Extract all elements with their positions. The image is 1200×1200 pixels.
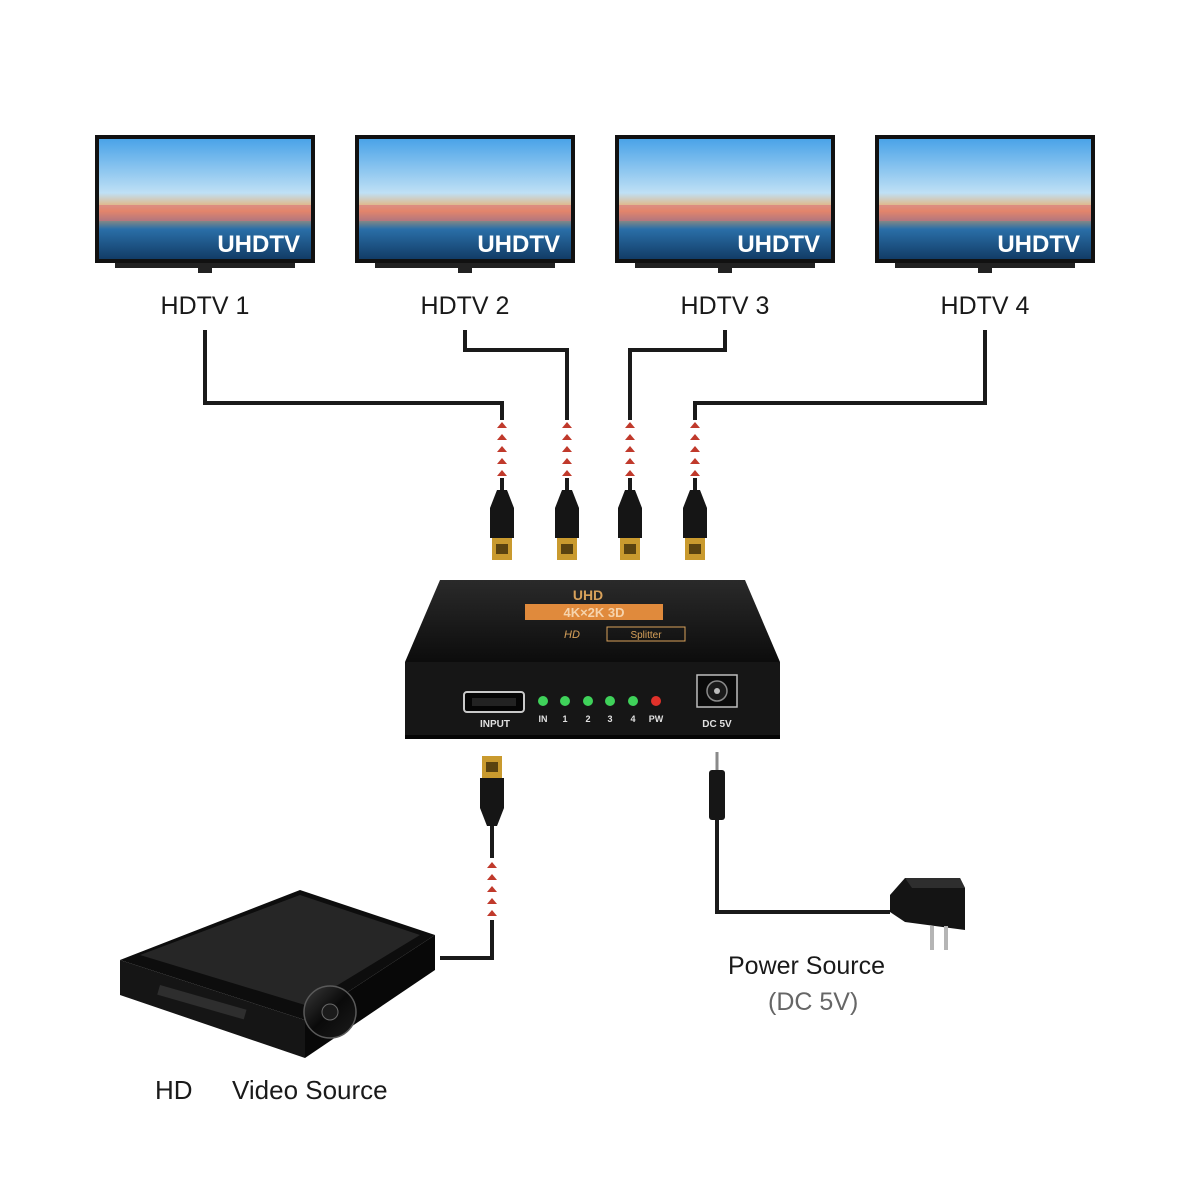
source-label: Video Source <box>232 1075 388 1105</box>
hdtv-3-label: HDTV 3 <box>680 292 770 320</box>
tv-screen-text: UHDTV <box>477 231 560 258</box>
hdtv-4-label: HDTV 4 <box>940 292 1030 320</box>
signal-arrows <box>487 422 700 916</box>
input-port-label: INPUT <box>480 719 510 730</box>
input-cable <box>440 826 494 960</box>
led-3 <box>605 696 615 706</box>
led-1 <box>560 696 570 706</box>
cable-hdtv-2 <box>463 330 569 420</box>
dc-plug-icon <box>709 752 890 914</box>
tv-screen-text: UHDTV <box>737 231 820 258</box>
hdtv-2-label: HDTV 2 <box>420 292 510 320</box>
source-prefix: HD <box>155 1075 193 1105</box>
dc-port-label: DC 5V <box>702 719 732 730</box>
cable-hdtv-1 <box>203 330 504 420</box>
cable-hdtv-3 <box>628 330 727 420</box>
led-label-3: 3 <box>607 714 612 724</box>
power-source-title: Power Source <box>728 952 886 980</box>
hdmi-plugs <box>480 490 707 826</box>
led-label-2: 2 <box>585 714 590 724</box>
led-label-in: IN <box>539 714 548 724</box>
led-in <box>538 696 548 706</box>
hdmi-plug-icon <box>555 490 579 560</box>
hdtv-1-label: HDTV 1 <box>160 292 250 320</box>
splitter-brand-text: HD <box>564 629 580 641</box>
led-label-1: 1 <box>562 714 567 724</box>
hdmi-plug-icon <box>480 756 504 826</box>
video-source-device <box>120 890 435 1058</box>
splitter-brand-suffix: Splitter <box>630 630 662 641</box>
splitter-badge <box>525 604 663 620</box>
tv-screen-text: UHDTV <box>217 231 300 258</box>
cable-hdtv-4 <box>693 330 987 420</box>
tv-3: UHDTV <box>615 135 835 273</box>
led-label-4: 4 <box>630 714 635 724</box>
splitter-top-text: UHD <box>573 587 603 603</box>
tv-screen-text: UHDTV <box>997 231 1080 258</box>
hdmi-plug-icon <box>490 490 514 560</box>
tv-4: UHDTV <box>875 135 1095 273</box>
tv-2: UHDTV <box>355 135 575 273</box>
tv-1: UHDTV <box>95 135 315 273</box>
power-adapter-icon <box>890 878 965 950</box>
hdmi-plug-icon <box>683 490 707 560</box>
power-source-subtitle: (DC 5V) <box>768 988 859 1016</box>
hdmi-splitter: UHD 4K×2K 3D HD Splitter INPUT IN 1 2 3 … <box>405 580 780 739</box>
led-4 <box>628 696 638 706</box>
led-2 <box>583 696 593 706</box>
output-cables <box>203 330 987 490</box>
led-label-pw: PW <box>649 714 664 724</box>
splitter-badge-text: 4K×2K 3D <box>563 605 624 620</box>
led-pw <box>651 696 661 706</box>
hdmi-plug-icon <box>618 490 642 560</box>
